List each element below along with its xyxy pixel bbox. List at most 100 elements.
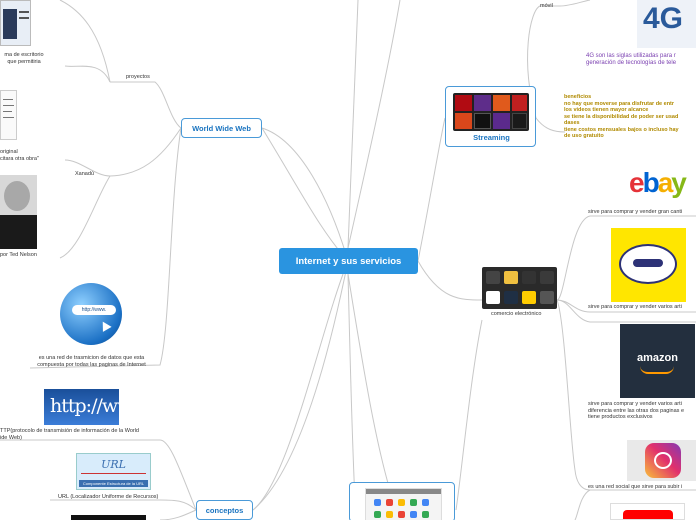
hbo-go-icon [474,113,491,129]
ted-nelson-text: por Ted Nelson [0,252,37,258]
benefits-line: los videos tienen mayor alcance [564,107,649,113]
node-streaming-label: Streaming [473,133,510,142]
video-app-icon [474,95,491,111]
node-conceptos-label: conceptos [205,505,244,515]
fourg-text-line: 4G son las siglas utilizadas para r [586,53,676,59]
ted-nelson-photo [0,175,37,249]
url-image-subtitle: Componente Estructura de la URL [79,480,148,487]
amazon-text-line: diferencia entre las otras dos paginas e [588,407,685,414]
amazon-smile [640,366,674,374]
fourg-text: 4G son las siglas utilizadas para r gene… [586,53,676,67]
central-topic-label: Internet y sus servicios [295,255,402,267]
instagram-lens [654,452,672,469]
www-definition-line: compuesta por todas las paginas de Inter… [37,361,146,368]
label-movil: móvil [540,3,553,9]
http-text-line: TTP(protocolo de transmisión de informac… [0,428,139,434]
node-conceptos[interactable]: conceptos [196,500,253,520]
www-definition-line: es una red de trasmicion de datos que es… [38,355,145,361]
video-app-icon [512,95,527,111]
desktop-text-line: ma de escritorio [4,52,44,58]
label-xanadu: Xanadú [75,171,94,177]
app-icon [398,499,405,506]
original-doc-image [0,90,17,140]
mercadolibre-logo [611,228,686,302]
www-globe-image: http://www. [54,279,129,352]
http-text-line: ide Web) [0,434,22,441]
amazon-logo-text: amazon [637,352,678,364]
url-image: URL Componente Estructura de la URL [76,453,151,490]
app-icon [540,271,554,284]
original-text-line: original [0,149,18,155]
concept-image [71,515,146,520]
app-grid-image [365,488,442,520]
app-icon [504,271,518,284]
commerce-apps-image [482,267,557,309]
photo-suit [0,215,37,249]
doc-line [3,117,14,118]
app-icon [374,511,381,518]
doc-line [3,99,13,100]
url-image-line [81,473,146,474]
diagram-line [19,17,29,19]
fourg-text-line: generación de tecnologías de tele [586,60,677,66]
benefits-line: de uso gratuito [564,133,604,139]
fourg-image: 4G [637,0,696,48]
benefits-line: se tiene la disponibilidad de poder ser … [564,113,679,120]
funky-icon [493,113,510,129]
fourg-image-text: 4G [643,2,684,35]
url-image-title: URL [101,458,126,471]
app-icon [386,511,393,518]
node-world-wide-web[interactable]: World Wide Web [181,118,262,138]
photo-head [4,181,30,211]
www-sign: http://www. [72,305,116,315]
original-text: original citara otra obra" [0,149,39,162]
ebay-app-icon [486,291,500,304]
app-icon [374,499,381,506]
www-definition: es una red de trasmicion de datos que es… [28,355,155,368]
doc-line [3,111,12,112]
amazon-logo: amazon [620,324,695,398]
app-icon [386,499,393,506]
app-icon [422,511,429,518]
amazon-app-icon [504,291,518,304]
http-image: http://ww [44,389,119,425]
ebay-text: sirve para comprar y vender gran canti [588,209,683,215]
amazon-text: sirve para comprar y vender varios arti … [588,401,684,421]
desktop-text: ma de escritorio que permitiria [0,52,48,65]
central-topic[interactable]: Internet y sus servicios [279,248,418,274]
amazon-video-icon [512,113,527,129]
benefits-line: beneficios [564,94,592,100]
node-apps[interactable] [349,482,455,520]
url-text: URL (Localizador Uniforme de Recursos) [58,494,159,500]
app-icon [422,499,429,506]
benefits-line: tiene costos mensuales bajos o incluso h… [564,126,679,133]
fox-play-icon [455,113,472,129]
amazon-text-line: sirve para comprar y vender varios arti [588,401,682,407]
ebay-logo: ebay [627,165,696,205]
benefits-line: no hay que moverse para disfrutar de ent… [564,100,675,107]
instagram-text: es una red social que sirve para subir i [588,484,683,490]
app-icon [522,271,536,284]
window-bar [366,489,441,494]
desktop-text-line: que permitiria [7,58,41,65]
benefits-list: beneficios no hay que moverse para disfr… [564,94,679,140]
desktop-graphic [3,9,17,39]
doc-line [3,105,14,106]
amazon-text-line: tiene productos exclusivos [588,414,653,420]
crunchyroll-icon [493,95,510,111]
node-streaming[interactable]: Streaming [445,86,536,147]
node-world-wide-web-label: World Wide Web [192,123,251,133]
label-proyectos: proyectos [126,74,150,80]
netflix-icon [455,95,472,111]
mercadolibre-text: sirve para comprar y vender varios arti [588,304,682,310]
app-icon [522,291,536,304]
benefits-line: dases [564,120,580,126]
app-icon [540,291,554,304]
handshake-detail [633,259,663,267]
app-icon [410,511,417,518]
app-icon [410,499,417,506]
app-icon [398,511,405,518]
desktop-diagram-image [0,0,31,46]
